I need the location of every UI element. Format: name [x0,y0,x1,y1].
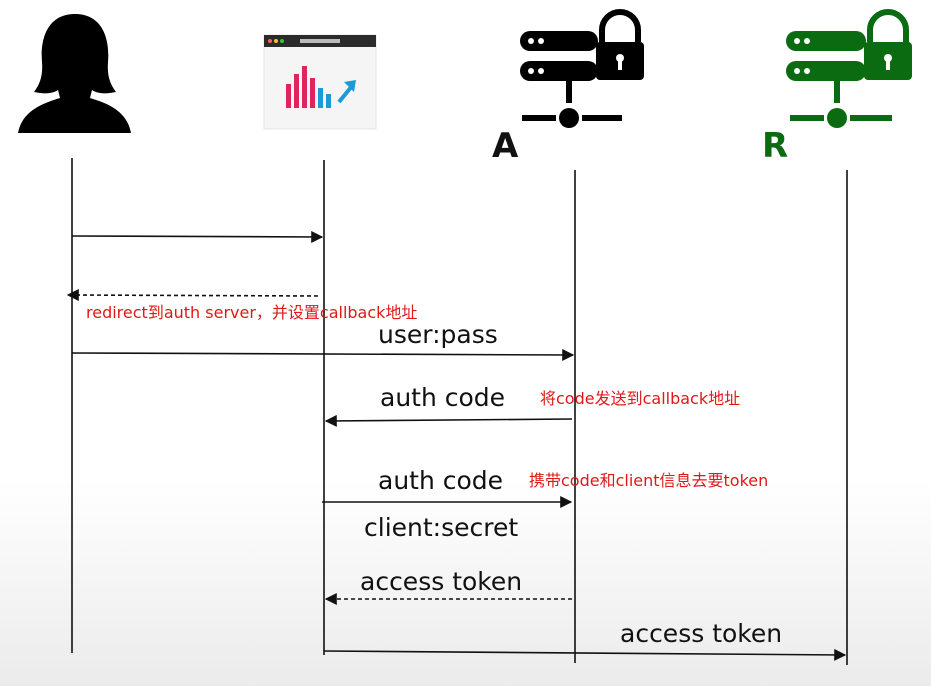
user-silhouette-icon [18,14,131,133]
arrow-user-pass [71,348,575,361]
arrow-access-token-resource [323,648,847,661]
label-access-token-return: access token [360,567,522,596]
arrow-auth-code-return [324,414,573,427]
note-redirect: redirect到auth server，并设置callback地址 [86,303,417,322]
auth-server-letter: A [492,126,519,166]
label-auth-code-return: auth code [380,383,505,412]
browser-app-icon [263,34,377,130]
note-request-token: 携带code和client信息去要token [529,471,768,490]
arrow-user-to-client [71,230,324,243]
arrow-redirect [66,289,319,302]
label-client-secret: client:secret [364,513,518,542]
auth-server-icon [520,9,644,128]
label-access-token-resource: access token [620,619,782,648]
resource-server-letter: R [762,126,788,166]
label-user-pass: user:pass [378,320,498,349]
note-send-code: 将code发送到callback地址 [540,389,740,408]
label-auth-code-request: auth code [378,466,503,495]
resource-server-icon [786,9,912,128]
